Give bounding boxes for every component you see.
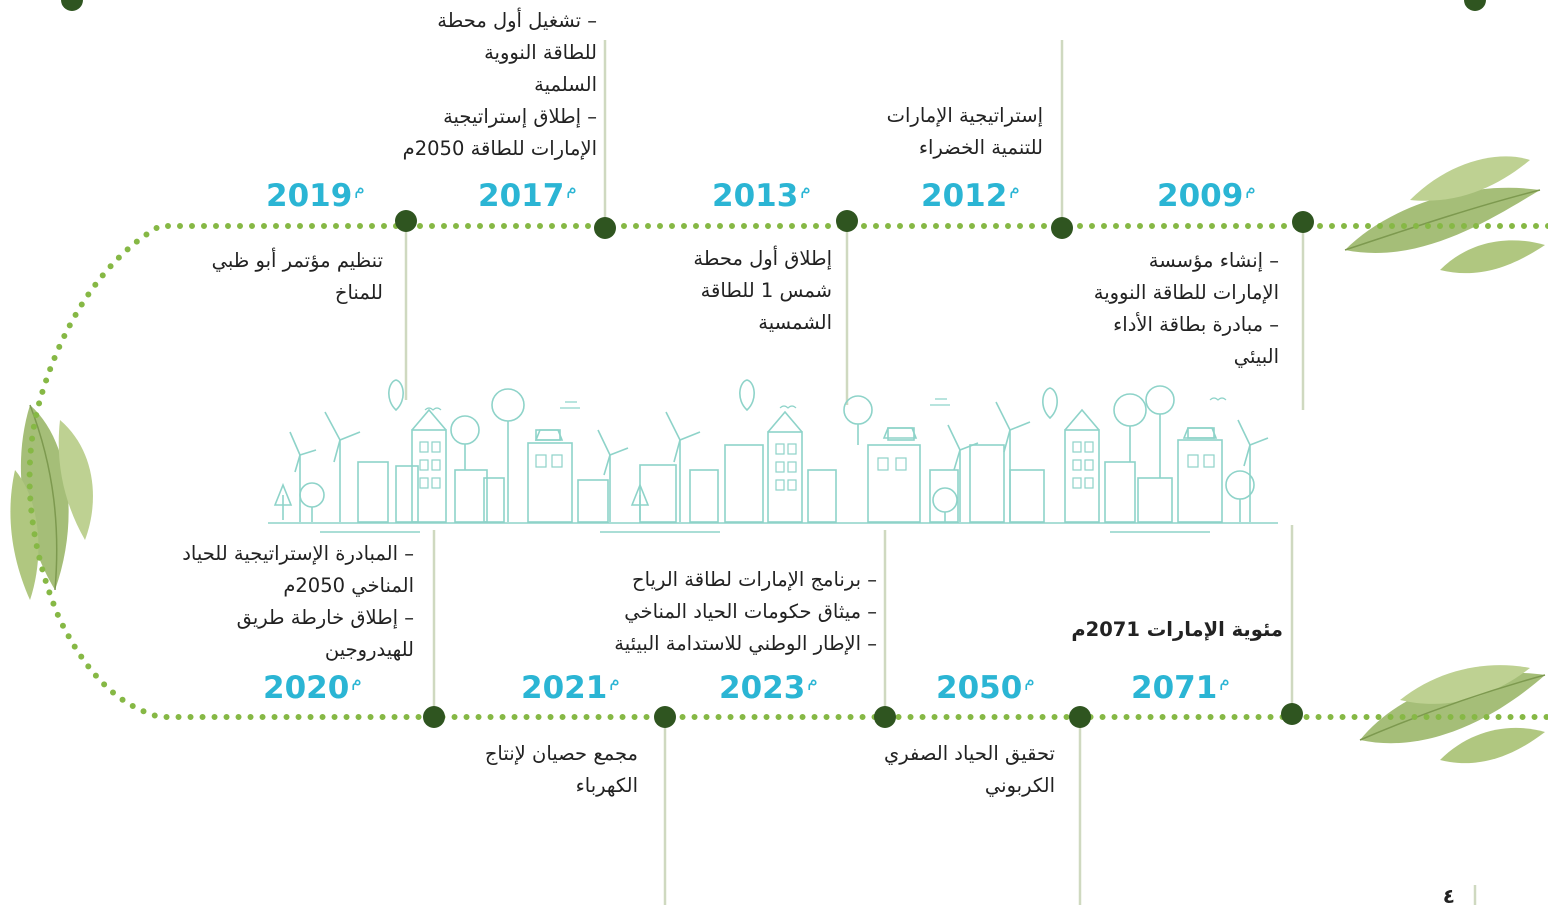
year-suffix: م [1245,179,1256,199]
year-number: 2023 [719,670,806,706]
year-number: 2020 [263,670,350,706]
year-number: 2017 [478,178,565,214]
year-label-2019: م2019 [266,181,365,212]
event-text-2019: تنظيم مؤتمر أبو ظبي للمناخ [212,245,383,309]
event-line: السلمية [534,73,597,96]
event-line: الإمارات للطاقة 2050م [402,137,597,160]
year-suffix: م [354,179,365,199]
page-marker: ٤ [1443,880,1455,912]
year-label-2013: م2013 [712,181,811,212]
event-text-2012: إستراتيجية الإمارات للتنمية الخضراء [887,100,1043,164]
event-line: – مبادرة بطاقة الأداء [1113,313,1279,336]
event-line: للطاقة النووية [484,41,597,64]
connector-lines [404,40,1477,905]
city-illustration [268,379,1278,533]
year-suffix: م [800,179,811,199]
event-line: – إطلاق إستراتيجية [443,105,597,128]
leaf-decoration-top-right [1344,156,1545,274]
year-suffix: م [1024,671,1035,691]
event-text-2020: – المبادرة الإستراتيجية للحياد المناخي 2… [182,538,414,666]
event-text-2021: مجمع حصيان لإنتاج الكهرباء [485,738,638,802]
event-text-2013: إطلاق أول محطة شمس 1 للطاقة الشمسية [693,243,832,339]
year-number: 2019 [266,178,353,214]
year-number: 2013 [712,178,799,214]
event-text-2050: تحقيق الحياد الصفري الكربوني [884,738,1055,802]
event-line: الشمسية [758,311,832,334]
year-suffix: م [351,671,362,691]
timeline-nodes [61,0,1486,728]
event-line: إستراتيجية الإمارات [886,104,1043,127]
year-label-2020: م2020 [263,673,362,704]
year-label-2009: م2009 [1157,181,1256,212]
year-suffix: م [609,671,620,691]
event-text-2023: – برنامج الإمارات لطاقة الرياح – ميثاق ح… [614,564,877,660]
event-line: – إطلاق خارطة طريق [236,606,414,629]
event-line: – برنامج الإمارات لطاقة الرياح [632,568,877,591]
event-line: – تشغيل أول محطة [437,9,597,32]
year-number: 2009 [1157,178,1244,214]
event-line: تحقيق الحياد الصفري [883,742,1055,765]
event-text-2017: – تشغيل أول محطة للطاقة النووية السلمية … [403,5,597,165]
year-number: 2050 [936,670,1023,706]
event-line: الإمارات للطاقة النووية [1093,281,1279,304]
year-label-2071: م2071 [1131,673,1230,704]
year-suffix: م [1219,671,1230,691]
event-line: مجمع حصيان لإنتاج [484,742,638,765]
event-line: الكربوني [984,774,1055,797]
year-label-2012: م2012 [921,181,1020,212]
leaf-decoration-left [10,404,93,600]
event-line: المناخي 2050م [283,574,414,597]
event-text-2009: – إنشاء مؤسسة الإمارات للطاقة النووية – … [1094,245,1279,373]
event-line: مئوية الإمارات 2071م [1071,618,1283,641]
event-line: – المبادرة الإستراتيجية للحياد [182,542,414,565]
event-line: للتنمية الخضراء [918,136,1043,159]
event-line: – ميثاق حكومات الحياد المناخي [624,600,877,623]
event-line: – الإطار الوطني للاستدامة البيئية [614,632,877,655]
year-label-2017: م2017 [478,181,577,212]
event-line: للمناخ [334,281,383,304]
year-suffix: م [807,671,818,691]
event-line: إطلاق أول محطة [693,247,832,270]
year-label-2050: م2050 [936,673,1035,704]
event-line: البيئي [1233,345,1279,368]
year-number: 2071 [1131,670,1218,706]
year-suffix: م [1009,179,1020,199]
year-number: 2021 [521,670,608,706]
year-suffix: م [566,179,577,199]
event-line: الكهرباء [575,774,638,797]
year-label-2021: م2021 [521,673,620,704]
event-line: تنظيم مؤتمر أبو ظبي [211,249,383,272]
year-label-2023: م2023 [719,673,818,704]
event-line: للهيدروجين [324,638,414,661]
page-marker-text: ٤ [1442,884,1455,908]
year-number: 2012 [921,178,1008,214]
event-line: – إنشاء مؤسسة [1148,249,1279,272]
leaf-decoration-bottom-right [1359,665,1546,764]
dotted-timeline [26,223,1548,720]
event-line: شمس 1 للطاقة [700,279,832,302]
event-text-2071: مئوية الإمارات 2071م [1071,614,1283,646]
